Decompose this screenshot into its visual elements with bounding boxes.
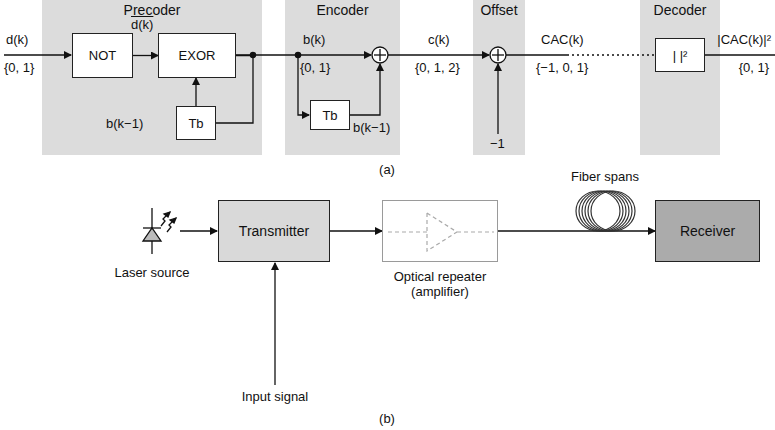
value-set: {0, 1, 2} [415, 61, 460, 75]
value-set: {−1, 0, 1} [536, 61, 588, 75]
delay-output-wire [350, 64, 380, 115]
connector [216, 56, 253, 124]
channel-dotted [567, 54, 655, 55]
receiver-box: Receiver [655, 200, 760, 262]
connector-label: d(k) [131, 18, 153, 32]
output-wire [705, 54, 775, 55]
fiber-coil [576, 191, 635, 231]
node-label: Tb [322, 108, 337, 123]
signal-name: b(k−1) [353, 121, 390, 135]
offset-value: −1 [490, 137, 505, 151]
group-heading: Offset [473, 2, 525, 18]
transmitter-box: Transmitter [218, 200, 330, 262]
component-name: Laser source [114, 266, 189, 280]
delay-box: Tb [176, 106, 216, 140]
signal-name: c(k) [428, 33, 450, 47]
node-label: NOT [89, 48, 116, 63]
panel-label: (b) [379, 412, 395, 426]
repeater-box: Optical repeater (amplifier) [382, 200, 498, 262]
input-wire [4, 54, 71, 55]
node-label: Optical repeater (amplifier) [383, 269, 497, 299]
component-name: Fiber spans [571, 170, 639, 184]
panel-label: (a) [379, 163, 395, 177]
decoder-band: Decoder | |² [640, 0, 720, 155]
laser-icon [143, 208, 176, 254]
adder-symbol [372, 47, 388, 63]
connector [133, 55, 158, 56]
bk-wire [236, 54, 371, 55]
value-set: {0, 1} [739, 61, 769, 75]
group-heading: Encoder [285, 2, 400, 18]
signal-name: |CAC(k)|² [717, 33, 771, 47]
input-signal-wire [274, 263, 275, 385]
connector [498, 230, 655, 231]
offset-wire [497, 64, 498, 134]
component-name: Input signal [242, 390, 309, 404]
connector [330, 230, 382, 231]
square-law-box: | |² [655, 38, 705, 72]
node-label: EXOR [179, 48, 216, 63]
group-heading: Decoder [640, 2, 720, 18]
not-gate: NOT [72, 33, 133, 78]
node-label: Transmitter [239, 224, 309, 239]
amplifier-triangle [383, 201, 497, 261]
connector-label: b(k−1) [106, 117, 143, 131]
value-set: {0, 1} [300, 61, 330, 75]
node-label: Tb [188, 116, 203, 131]
node-label: Receiver [680, 224, 735, 239]
offset-band: Offset [473, 0, 525, 155]
ck-wire [388, 54, 489, 55]
cac-wire [506, 54, 567, 55]
delay-box: Tb [310, 100, 350, 130]
laser-wire [180, 230, 217, 231]
value-set: {0, 1} [4, 61, 34, 75]
signal-name: b(k) [303, 33, 325, 47]
group-heading: Precoder [42, 2, 262, 18]
connector [195, 78, 196, 106]
signal-name: CAC(k) [541, 33, 584, 47]
signal-name: d(k) [6, 33, 28, 47]
adder-symbol [490, 47, 506, 63]
exor-gate: EXOR [158, 33, 236, 78]
node-label: | |² [673, 48, 688, 63]
